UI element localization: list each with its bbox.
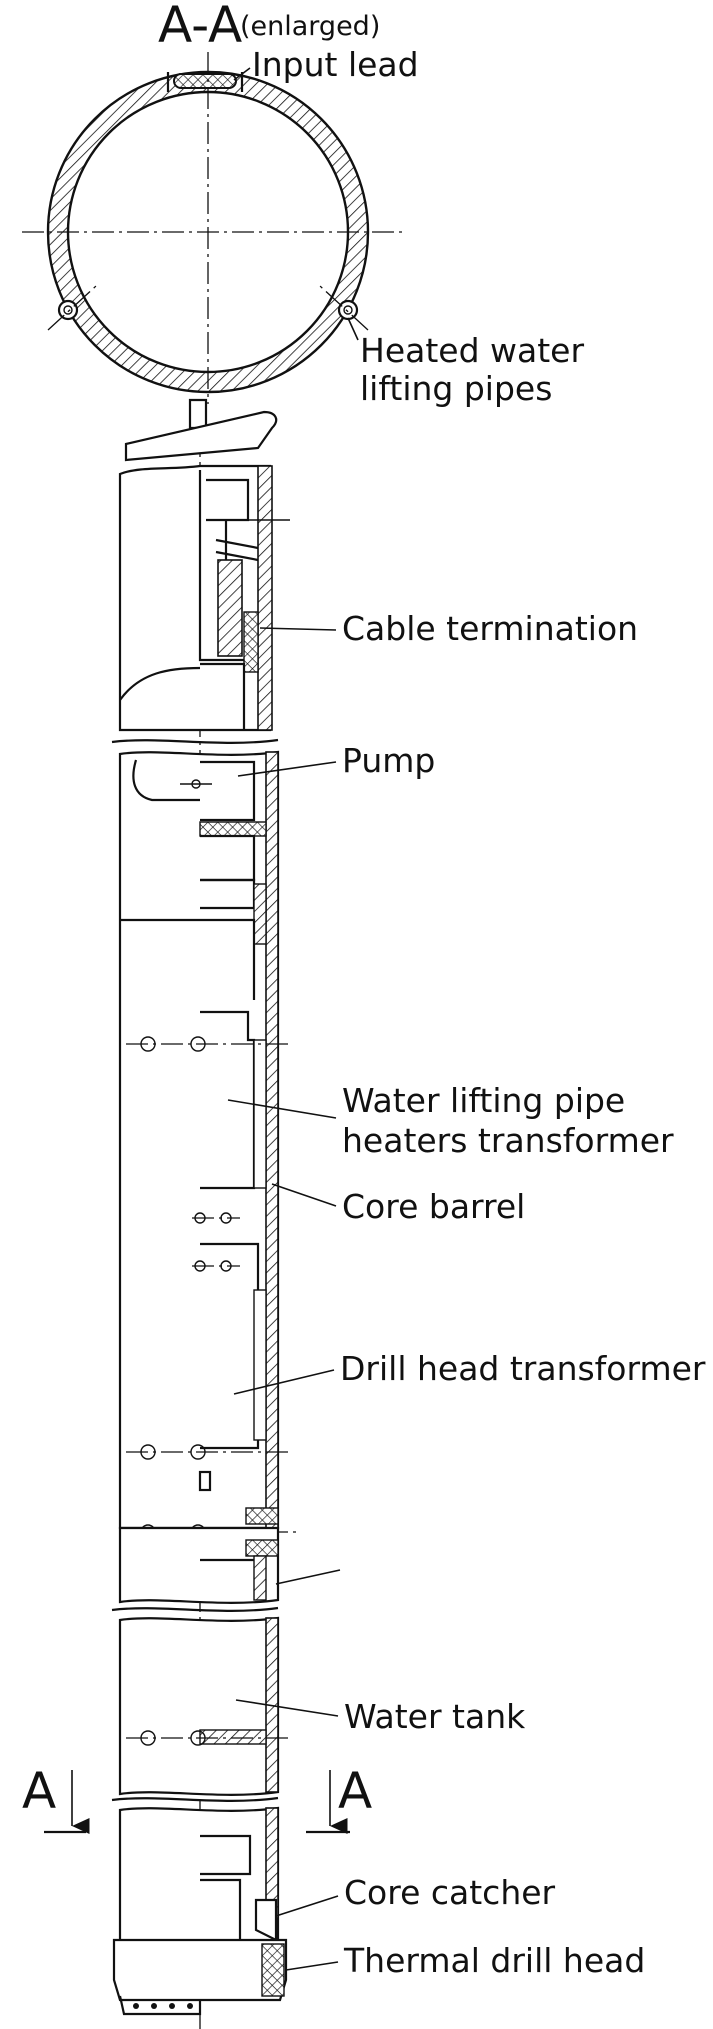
callout-labels: Cable termination Pump Water lifting pip…: [227, 609, 706, 1980]
core-catcher-label: Core catcher: [344, 1873, 556, 1912]
thermal-drill-head: [112, 1938, 288, 2002]
section-title: A-A: [158, 0, 242, 54]
section-cut-marks: A A: [22, 1762, 372, 1834]
segment-cable-termination: [118, 464, 290, 732]
break-line-3: [111, 1796, 279, 1802]
heated-water-label-line1: Heated water: [360, 331, 584, 370]
drill-body: A A: [22, 398, 372, 2029]
section-title-note: (enlarged): [240, 11, 380, 42]
cable-termination-label: Cable termination: [342, 609, 638, 648]
segment-water-tank: [118, 1616, 290, 1796]
input-lead-label: Input lead: [252, 45, 419, 84]
thermal-drill-head-label: Thermal drill head: [343, 1941, 645, 1980]
core-barrel-label: Core barrel: [342, 1187, 525, 1226]
cut-mark-left: A: [22, 1762, 56, 1820]
heated-water-label-line2: lifting pipes: [360, 369, 552, 408]
pump-label: Pump: [342, 741, 435, 780]
segment-pump-transformers: [118, 750, 300, 1540]
section-a-a-view: A-A (enlarged) Input lead Heated water l…: [22, 0, 584, 408]
break-line-2: [111, 1606, 279, 1612]
drill-head-transformer-label: Drill head transformer: [340, 1349, 706, 1388]
lifting-pipe-hole-right: [337, 299, 359, 321]
lifting-pipe-hole-left: [57, 299, 79, 321]
water-tank-label: Water tank: [344, 1697, 526, 1736]
cable-connector: [188, 398, 208, 430]
transformer-label-line2: heaters transformer: [342, 1121, 674, 1160]
seal-block: [118, 1526, 280, 1604]
cut-mark-right: A: [338, 1762, 372, 1820]
top-cap: [124, 410, 278, 462]
break-line-1: [111, 738, 279, 744]
segment-drill-head: [112, 1806, 288, 2016]
seal-leader: [275, 1569, 341, 1585]
input-lead-slot: [173, 73, 237, 89]
transformer-label-line1: Water lifting pipe: [342, 1081, 625, 1120]
